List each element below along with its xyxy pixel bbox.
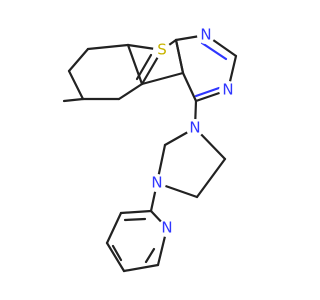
bond-pyridine-double-1 [144, 247, 156, 264]
bond-piperazine-4 [195, 157, 227, 199]
atom-bg-sulfur [153, 41, 171, 59]
atom-bg-n-piperazine-top [186, 119, 204, 137]
atom-n-pyrimidine-top: N [200, 26, 211, 44]
bond-pyridine-3 [122, 263, 160, 273]
bond-pyridine-4 [105, 241, 126, 273]
atom-sulfur: S [157, 41, 167, 59]
bond-pyridine-double-3 [123, 217, 147, 222]
molecule-diagram: S N N N N N [62, 25, 238, 273]
bond-pyridine-6 [119, 209, 153, 215]
bond-cyclohexane-2 [126, 43, 144, 86]
bond-methyl [62, 97, 85, 103]
atom-bg-n-piperazine-bottom [148, 174, 166, 192]
atom-n-pyrimidine-right: N [222, 81, 233, 99]
bond-pyrimidine-6 [174, 38, 185, 75]
atom-n-pyridine: N [161, 219, 172, 237]
bond-thiophene-4 [140, 71, 185, 86]
bond-pyridine-double-2 [111, 244, 123, 262]
bond-cyclohexane-3 [117, 82, 144, 101]
atom-bg-n-pyridine [158, 219, 176, 237]
bond-cyclohexane-5 [67, 69, 85, 101]
bond-cyclohexane-1 [86, 43, 130, 51]
atom-bg-n-pyrimidine-top [197, 26, 215, 44]
atom-bg-n-pyrimidine-right [219, 81, 237, 99]
bond-pyridine-5 [105, 211, 123, 245]
bond-pyrimidine-double-2 [194, 86, 221, 98]
molecule-structure: S N N N N N [62, 26, 238, 273]
bond-cyclohexane-6 [67, 47, 90, 73]
atom-n-piperazine-top: N [189, 119, 200, 137]
bond-pyrimidine-5 [181, 71, 198, 103]
bond-pyrimidine-double-1 [200, 41, 228, 61]
atom-n-piperazine-bottom: N [151, 174, 162, 192]
bond-thiophene-double [135, 53, 153, 81]
